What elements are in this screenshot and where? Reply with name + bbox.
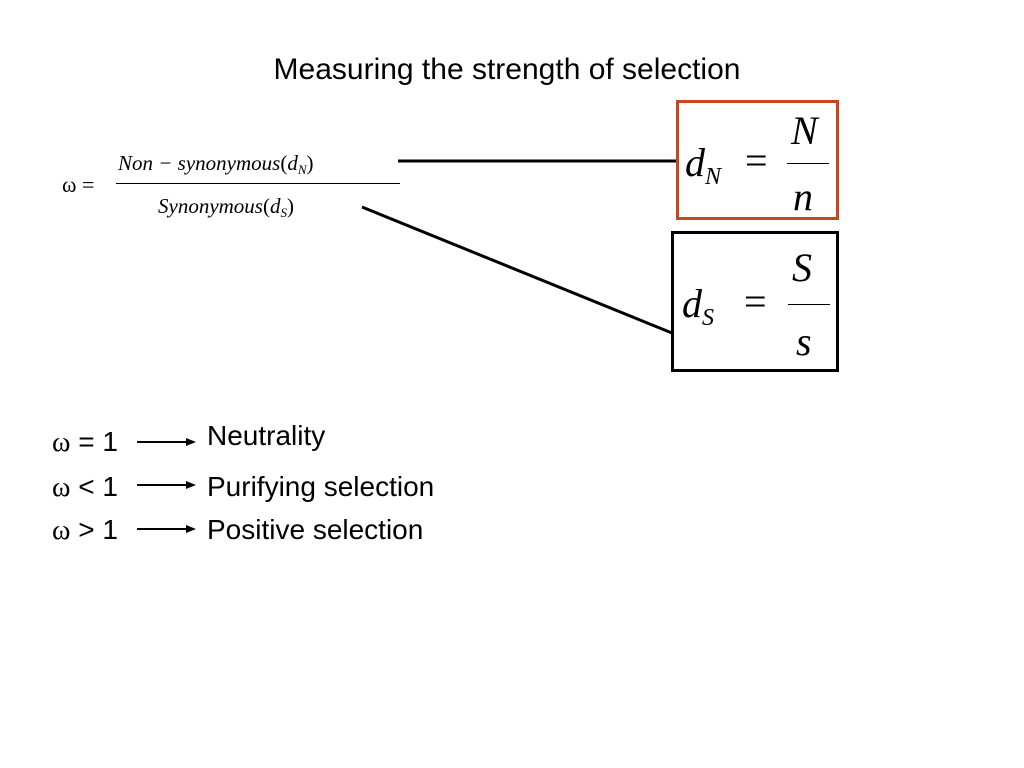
condition-positive: ω > 1	[52, 514, 118, 546]
omega-numerator: Non − synonymous(dN)	[118, 151, 314, 177]
omega-denominator: Synonymous(dS)	[158, 194, 294, 220]
dn-numerator: N	[791, 108, 818, 153]
ds-fraction-bar	[788, 304, 830, 305]
meaning-purifying-selection: Purifying selection	[207, 471, 435, 502]
meaning-neutrality: Neutrality	[207, 420, 326, 451]
dn-denominator: n	[793, 174, 813, 219]
slide-title: Measuring the strength of selection	[273, 53, 741, 86]
omega-lhs: ω =	[62, 172, 95, 197]
ds-variable: dS	[682, 281, 714, 332]
arrow-purifying	[137, 481, 196, 489]
dn-formula-box: dN = N n	[676, 100, 839, 220]
meaning-positive-selection: Positive selection	[207, 514, 424, 545]
ds-denominator: s	[796, 319, 812, 364]
ds-numerator: S	[792, 245, 812, 290]
ds-equals: =	[744, 279, 767, 324]
arrow-neutrality	[137, 438, 196, 446]
dn-variable: dN	[685, 140, 722, 191]
arrow-positive	[137, 525, 196, 533]
condition-neutral: ω = 1	[52, 426, 118, 458]
omega-fraction-bar	[116, 183, 400, 184]
dn-fraction-bar	[787, 163, 829, 164]
ds-connector-line	[361, 205, 673, 335]
dn-equals: =	[745, 138, 768, 183]
condition-purifying: ω < 1	[52, 471, 118, 503]
ds-formula-box: dS = S s	[671, 231, 839, 372]
